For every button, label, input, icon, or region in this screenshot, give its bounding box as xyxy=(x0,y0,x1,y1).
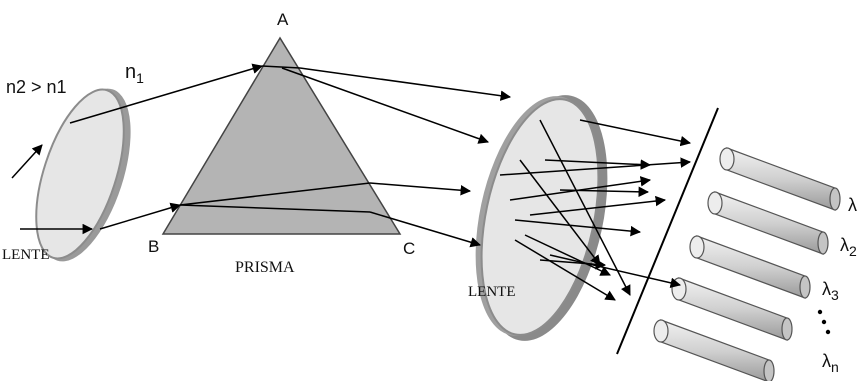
vertex-c-label: C xyxy=(403,239,416,258)
index-n1-subscript: 1 xyxy=(136,70,144,86)
ellipsis-dots xyxy=(817,309,831,335)
lambda-3-symbol: λ xyxy=(822,279,831,299)
vertex-a-label: A xyxy=(277,10,289,29)
grating-line xyxy=(616,107,719,355)
lambda-n-label: λn xyxy=(822,351,839,374)
prism xyxy=(161,36,402,235)
right-lens-label: LENTE xyxy=(468,284,516,300)
left-lens-label: LENTE xyxy=(2,247,50,263)
lambda-3-subscript: 3 xyxy=(831,287,839,303)
vertex-b-label: B xyxy=(148,237,160,256)
detector-cylinders xyxy=(653,147,841,383)
left-lens xyxy=(35,88,131,262)
lambda-2-label: λ2 xyxy=(840,235,857,258)
right-lens xyxy=(475,95,608,341)
index-n1-label: n1 xyxy=(125,61,144,85)
lambda-2-subscript: 2 xyxy=(849,243,857,259)
lambda-n-subscript: n xyxy=(831,359,839,375)
lambda-3-label: λ3 xyxy=(822,279,839,302)
index-n1-letter: n xyxy=(125,61,137,83)
lambda-1-label: λ xyxy=(848,195,857,215)
lambda-2-symbol: λ xyxy=(840,235,849,255)
index-relation-label: n2 > n1 xyxy=(6,77,67,97)
light-rays xyxy=(11,63,692,301)
prism-label: PRISMA xyxy=(235,259,295,276)
lambda-n-symbol: λ xyxy=(822,351,831,371)
